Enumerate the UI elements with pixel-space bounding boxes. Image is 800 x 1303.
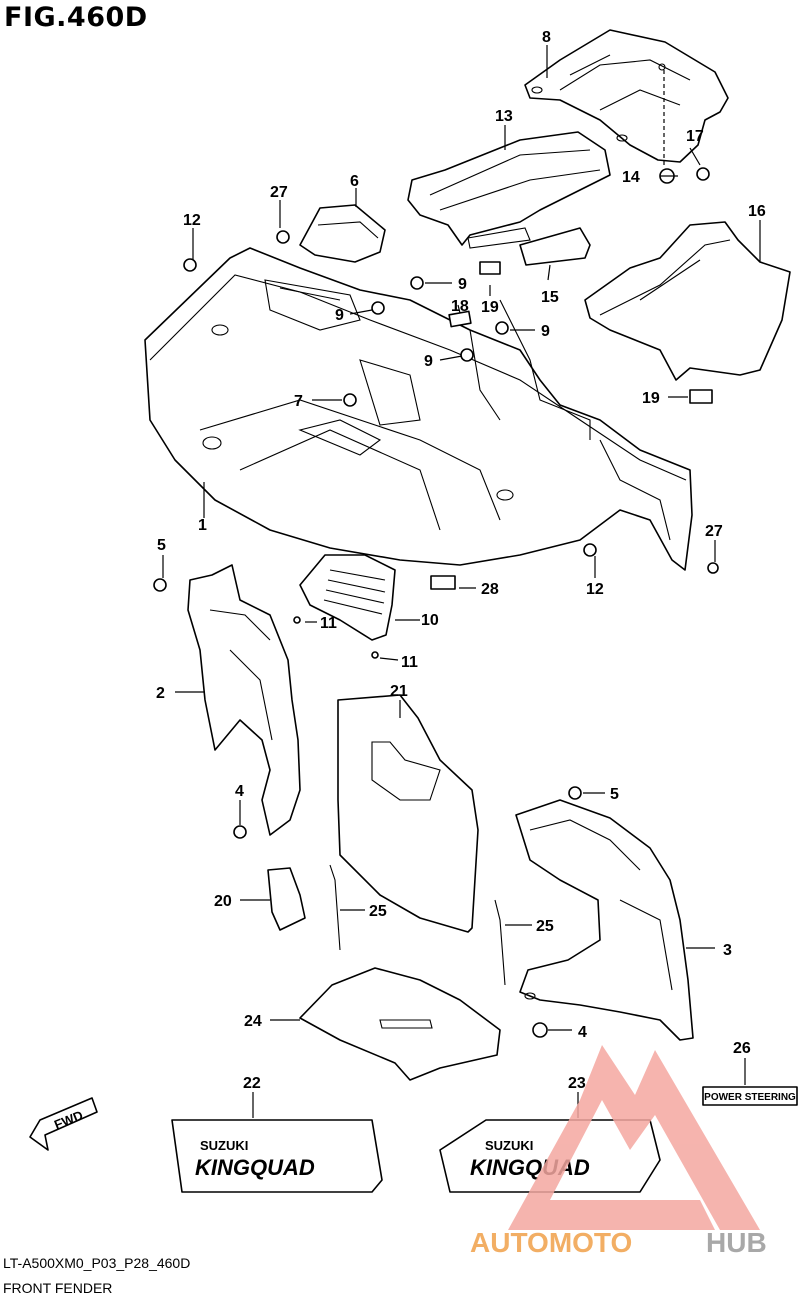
watermark-logo: AUTOMOTO HUB	[470, 1045, 767, 1258]
label-27a: 27	[270, 184, 288, 201]
label-4a: 4	[235, 783, 244, 800]
label-24: 24	[244, 1013, 262, 1030]
label-17: 17	[686, 128, 704, 145]
part-number-labels: 1 2 3 4 4 5 5 6 7 8 9 9 9 9 10 11 11 12 …	[156, 29, 766, 1092]
part-flap-panel	[337, 694, 479, 933]
label-3: 3	[723, 942, 732, 959]
fwd-text: FWD	[52, 1107, 85, 1132]
label-12a: 12	[183, 212, 201, 229]
label-25a: 25	[369, 903, 387, 920]
model-code: LT-A500XM0_P03_P28_460D	[3, 1255, 191, 1271]
label-19b: 19	[642, 390, 660, 407]
power-steering-text: POWER STEERING	[704, 1092, 796, 1103]
label-5b: 5	[610, 786, 619, 803]
decal-left-brand: SUZUKI	[200, 1138, 248, 1153]
label-4b: 4	[578, 1024, 587, 1041]
figure-title: FIG.460D	[4, 2, 148, 33]
label-25b: 25	[536, 918, 554, 935]
label-13: 13	[495, 108, 513, 125]
part-side-cover	[584, 221, 791, 381]
leader-lines	[162, 45, 761, 1118]
part-pad-15	[519, 227, 591, 266]
fwd-arrow: FWD	[29, 1097, 98, 1151]
label-2: 2	[156, 685, 165, 702]
label-9a: 9	[335, 307, 344, 324]
label-21: 21	[390, 683, 408, 700]
part-lid	[299, 204, 386, 263]
label-6: 6	[350, 173, 359, 190]
label-20: 20	[214, 893, 232, 910]
label-1: 1	[198, 517, 207, 534]
decal-left-model: KINGQUAD	[195, 1155, 315, 1180]
decal-left: SUZUKI KINGQUAD	[171, 1119, 383, 1193]
label-23: 23	[568, 1075, 586, 1092]
label-14: 14	[622, 169, 640, 186]
label-8: 8	[542, 29, 551, 46]
part-right-panel	[515, 799, 694, 1041]
label-9c: 9	[541, 323, 550, 340]
watermark-text-1: AUTOMOTO	[470, 1227, 632, 1258]
part-tie-strap-right	[494, 899, 506, 986]
label-22: 22	[243, 1075, 261, 1092]
part-front-fender	[144, 247, 693, 571]
label-7: 7	[294, 393, 303, 410]
label-10: 10	[421, 612, 439, 629]
label-11a: 11	[320, 615, 337, 632]
part-power-steering-label: POWER STEERING	[702, 1086, 798, 1106]
decal-right-model: KINGQUAD	[470, 1155, 590, 1180]
label-9b: 9	[458, 276, 467, 293]
label-15: 15	[541, 289, 559, 306]
decal-right-brand: SUZUKI	[485, 1138, 533, 1153]
part-grille	[299, 554, 396, 641]
figure-name: FRONT FENDER	[3, 1280, 113, 1296]
label-26: 26	[733, 1040, 751, 1057]
label-28: 28	[481, 581, 499, 598]
fasteners	[153, 167, 719, 1038]
part-skid-plate	[299, 967, 501, 1081]
label-19a: 19	[481, 299, 499, 316]
label-18: 18	[451, 298, 469, 315]
label-5a: 5	[157, 537, 166, 554]
part-bracket-20	[267, 867, 306, 931]
label-9d: 9	[424, 353, 433, 370]
label-11b: 11	[401, 654, 418, 671]
label-27b: 27	[705, 523, 723, 540]
part-bracket-frame	[407, 131, 611, 249]
watermark-text-2: HUB	[706, 1227, 767, 1258]
part-tie-strap-left	[329, 864, 341, 951]
part-left-panel	[187, 564, 301, 836]
label-12b: 12	[586, 581, 604, 598]
part-top-cover	[524, 29, 729, 165]
label-16: 16	[748, 203, 766, 220]
